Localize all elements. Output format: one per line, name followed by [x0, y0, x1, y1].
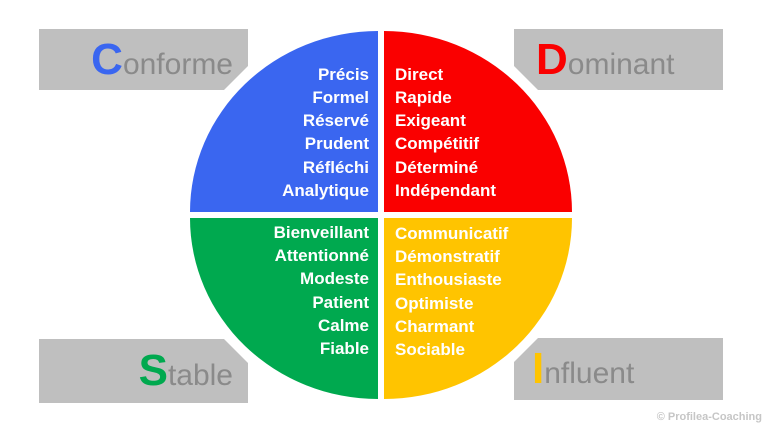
trait-label: Patient [312, 292, 369, 312]
trait-label: Prudent [304, 134, 369, 154]
trait-label: Optimiste [395, 293, 474, 313]
copyright-note: © Profilea-Coaching [656, 411, 762, 423]
initial-letter-d: D [536, 34, 568, 84]
trait-label: Exigeant [395, 111, 466, 131]
trait-label: Formel [312, 87, 369, 107]
initial-letter-i: I [532, 344, 545, 393]
label-box-stable: Stable [39, 339, 248, 403]
trait-label: Sociable [395, 340, 465, 360]
quadrant-conforme: Précis Formel Réservé Prudent Réfléchi A… [190, 31, 378, 212]
trait-label: Réservé [302, 111, 369, 131]
trait-label: Indépendant [395, 180, 497, 200]
trait-label: Enthousiaste [395, 270, 502, 290]
quadrant-influent: Communicatif Démonstratif Enthousiaste O… [384, 218, 572, 399]
initial-letter-c: C [91, 34, 123, 84]
quadrant-title-stable: Stable [139, 349, 233, 393]
trait-label: Rapide [395, 87, 452, 107]
trait-label: Déterminé [395, 157, 479, 177]
label-box-conforme: Conforme [39, 29, 248, 90]
trait-label: Fiable [319, 339, 369, 359]
trait-label: Analytique [282, 180, 369, 200]
trait-label: Communicatif [395, 224, 509, 243]
trait-label: Réfléchi [302, 157, 369, 177]
quadrant-title-influent: Influent [532, 347, 634, 391]
trait-label: Charmant [395, 316, 475, 336]
trait-label: Démonstratif [395, 247, 500, 267]
trait-label: Précis [317, 64, 369, 84]
quadrant-title-dominant: Dominant [536, 38, 675, 82]
title-rest-stable: table [167, 359, 233, 392]
trait-label: Calme [317, 315, 369, 335]
trait-label: Modeste [300, 269, 369, 289]
quadrant-title-conforme: Conforme [91, 38, 233, 82]
title-rest-conforme: onforme [122, 47, 233, 81]
trait-label: Compétitif [395, 134, 480, 154]
trait-label: Direct [395, 64, 444, 84]
label-box-dominant: Dominant [514, 29, 723, 90]
title-rest-dominant: ominant [567, 47, 675, 81]
trait-label: Bienveillant [273, 223, 369, 242]
quadrant-dominant: Direct Rapide Exigeant Compétitif Déterm… [384, 31, 572, 212]
initial-letter-s: S [138, 346, 168, 395]
title-rest-influent: nfluent [544, 357, 635, 390]
label-box-influent: Influent [514, 338, 723, 400]
trait-label: Attentionné [274, 246, 369, 266]
